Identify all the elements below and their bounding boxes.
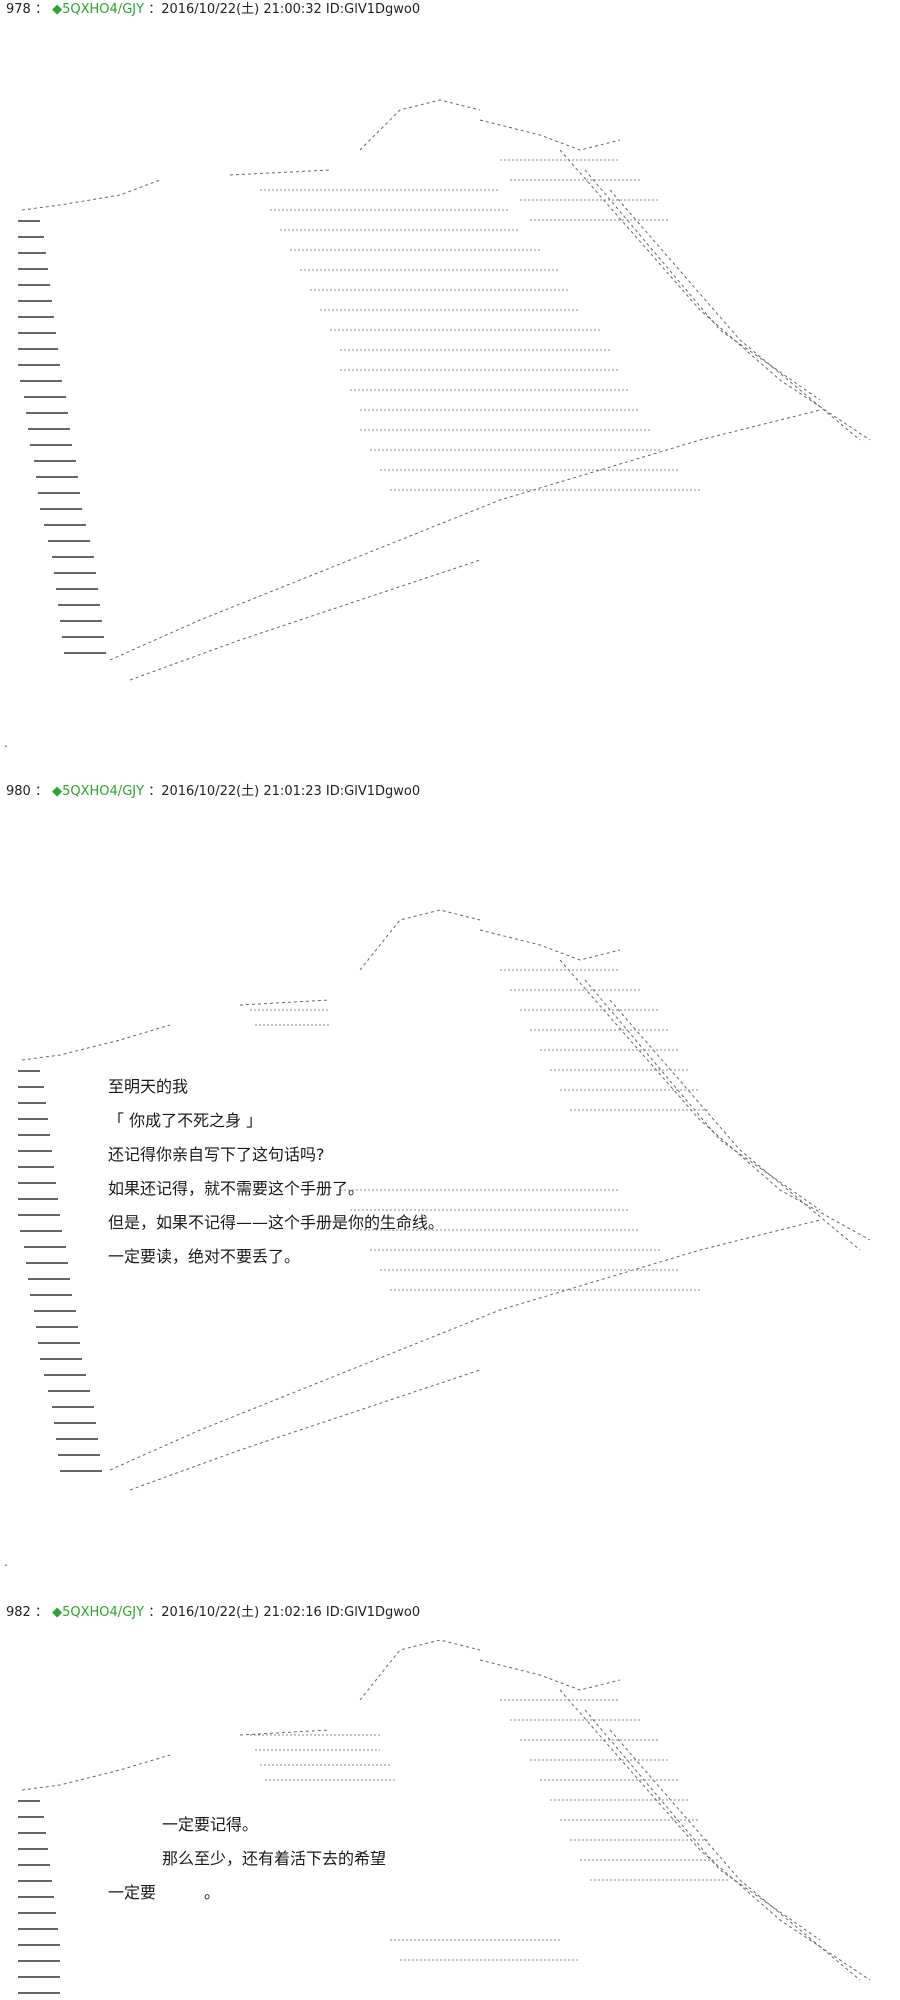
end-mark: . [4, 736, 8, 750]
dialogue-block: 至明天的我 「 你成了不死之身 」 还记得你亲自写下了这句话吗? 如果还记得，就… [108, 1070, 444, 1274]
post-meta: ：2016/10/22(土) 21:02:16 ID:GlV1Dgwo0 [148, 1605, 421, 1620]
post-meta: ：2016/10/22(土) 21:01:23 ID:GlV1Dgwo0 [148, 784, 421, 799]
dialogue-line: 至明天的我 [108, 1077, 189, 1096]
ascii-art-panel-982: 一定要记得。 那么至少，还有着活下去的希望 一定要 。 [0, 1640, 900, 2000]
post-meta: ：2016/10/22(土) 21:00:32 ID:GlV1Dgwo0 [148, 2, 421, 17]
dialogue-line: 「 你成了不死之身 」 [108, 1111, 263, 1130]
post-separator: ： [34, 784, 48, 799]
ascii-art-figure [18, 1640, 871, 1994]
post-separator: ： [34, 1605, 48, 1620]
post-number: 980 [6, 784, 31, 799]
post-header-978: 978 ： ◆5QXHO4/GJY ：2016/10/22(土) 21:00:3… [6, 2, 420, 18]
ascii-art-figure [18, 909, 871, 1491]
post-number: 978 [6, 2, 31, 17]
ascii-art-panel-980: 至明天的我 「 你成了不死之身 」 还记得你亲自写下了这句话吗? 如果还记得，就… [0, 820, 900, 1520]
dialogue-line: 但是，如果不记得——这个手册是你的生命线。 [108, 1213, 445, 1232]
dialogue-line: 一定要读，绝对不要丢了。 [108, 1247, 301, 1266]
diamond-trip: ◆5QXHO4/GJY [52, 784, 145, 799]
dialogue-line: 那么至少，还有着活下去的希望 [162, 1849, 387, 1868]
post-header-980: 980 ： ◆5QXHO4/GJY ：2016/10/22(土) 21:01:2… [6, 784, 420, 800]
ascii-art-figure [18, 99, 871, 681]
end-mark: . [4, 1555, 8, 1569]
dialogue-line: 还记得你亲自写下了这句话吗? [108, 1145, 325, 1164]
ascii-art-panel-978 [0, 40, 900, 700]
diamond-trip: ◆5QXHO4/GJY [52, 2, 145, 17]
diamond-trip: ◆5QXHO4/GJY [52, 1605, 145, 1620]
post-number: 982 [6, 1605, 31, 1620]
dialogue-line: 一定要记得。 [162, 1815, 259, 1834]
post-header-982: 982 ： ◆5QXHO4/GJY ：2016/10/22(土) 21:02:1… [6, 1605, 420, 1621]
post-separator: ： [34, 2, 48, 17]
dialogue-line: 一定要 。 [108, 1883, 221, 1902]
dialogue-block: 一定要记得。 那么至少，还有着活下去的希望 一定要 。 [108, 1808, 386, 1910]
dialogue-line: 如果还记得，就不需要这个手册了。 [108, 1179, 365, 1198]
